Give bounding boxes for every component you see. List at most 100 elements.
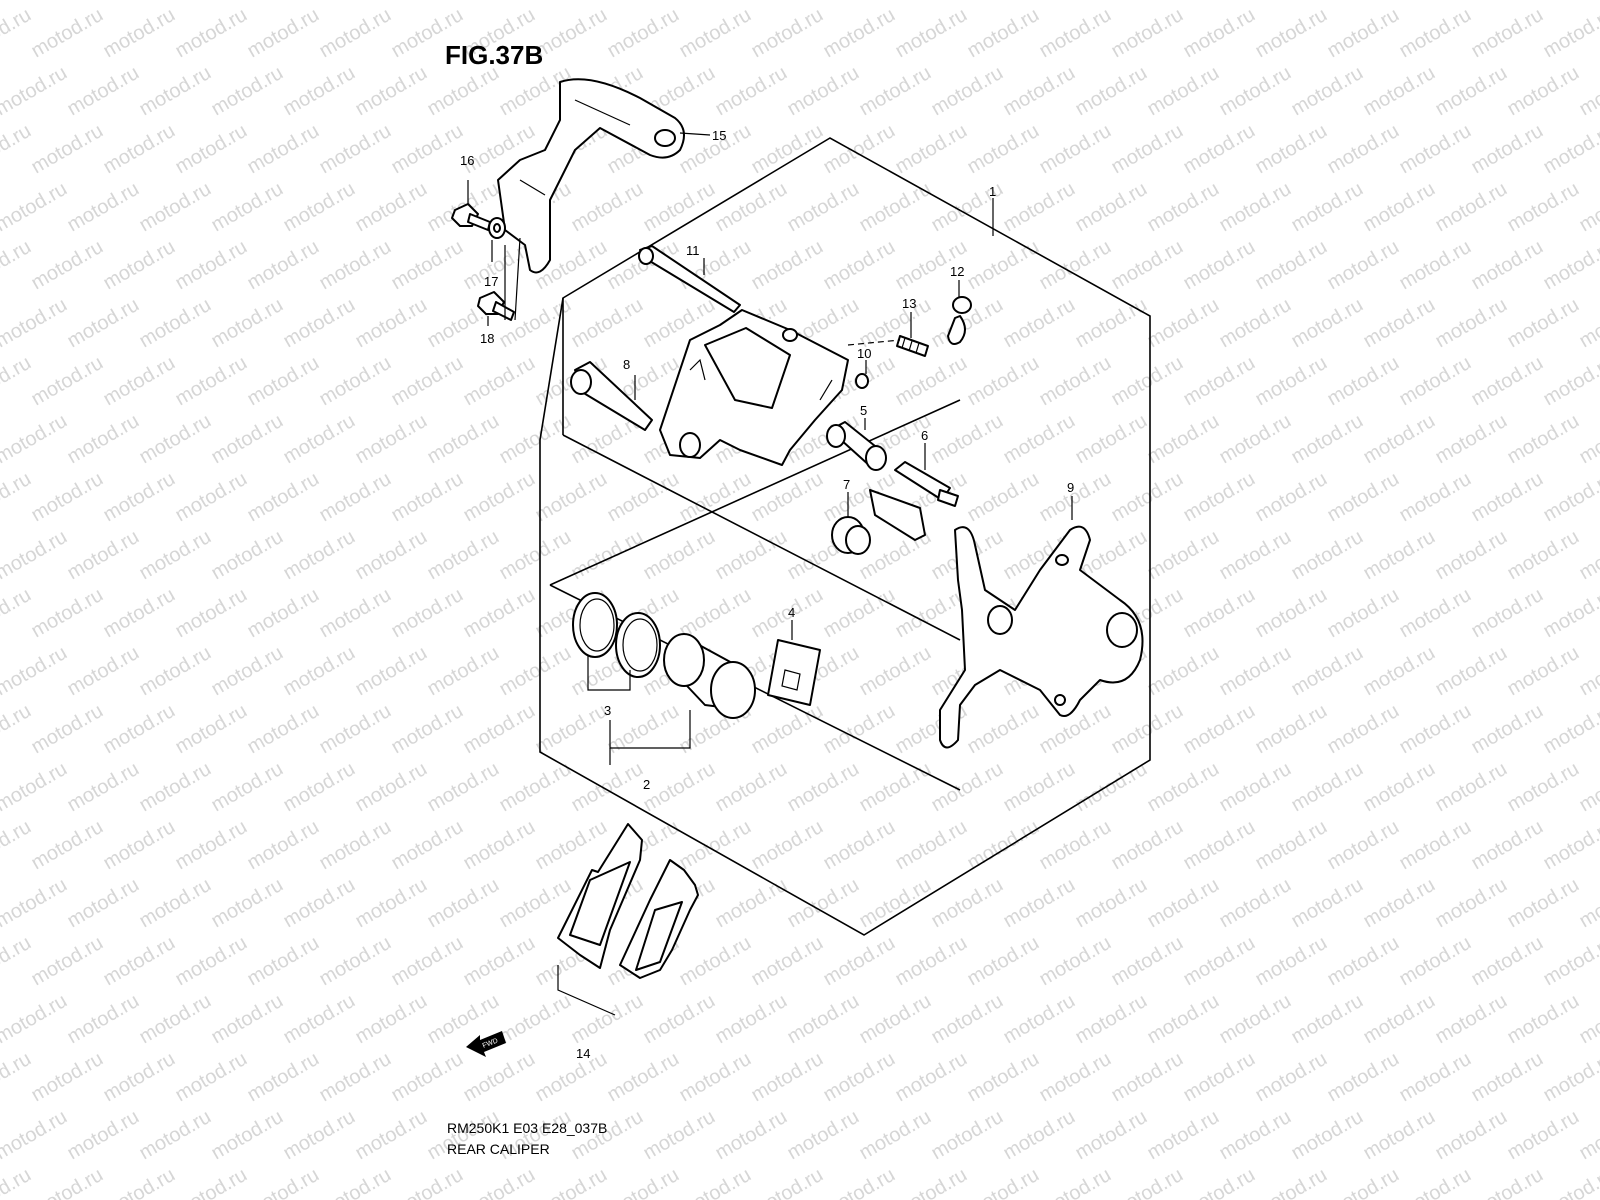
watermark-text: motod.ru [1036, 352, 1115, 411]
watermark-text: motod.ru [352, 1106, 431, 1165]
watermark-text: motod.ru [856, 874, 935, 933]
watermark-text: motod.ru [856, 0, 935, 4]
watermark-text: motod.ru [1540, 120, 1600, 179]
watermark-text: motod.ru [928, 1106, 1007, 1165]
watermark-text: motod.ru [1216, 1106, 1295, 1165]
watermark-text: motod.ru [856, 990, 935, 1049]
watermark-text: motod.ru [496, 0, 575, 4]
watermark-text: motod.ru [1180, 816, 1259, 875]
watermark-text: motod.ru [1324, 468, 1403, 527]
watermark-text: motod.ru [496, 874, 575, 933]
watermark-text: motod.ru [928, 0, 1007, 4]
watermark-text: motod.ru [640, 1106, 719, 1165]
watermark-text: motod.ru [1468, 120, 1547, 179]
watermark-text: motod.ru [1540, 236, 1600, 295]
watermark-text: motod.ru [1432, 990, 1511, 1049]
watermark-text: motod.ru [0, 62, 71, 121]
callout-1: 1 [989, 184, 996, 199]
watermark-text: motod.ru [1468, 1164, 1547, 1200]
watermark-text: motod.ru [532, 816, 611, 875]
watermark-text: motod.ru [1540, 4, 1600, 63]
watermark-text: motod.ru [100, 816, 179, 875]
watermark-text: motod.ru [244, 1048, 323, 1107]
watermark-text: motod.ru [892, 1164, 971, 1200]
watermark-text: motod.ru [0, 236, 35, 295]
watermark-text: motod.ru [100, 1164, 179, 1200]
watermark-text: motod.ru [1396, 468, 1475, 527]
watermark-text: motod.ru [1360, 62, 1439, 121]
watermark-text: motod.ru [172, 1164, 251, 1200]
watermark-text: motod.ru [1360, 990, 1439, 1049]
watermark-text: motod.ru [1000, 874, 1079, 933]
watermark-text: motod.ru [964, 120, 1043, 179]
outline-edge [562, 434, 961, 641]
watermark-text: motod.ru [1216, 62, 1295, 121]
watermark-text: motod.ru [1504, 990, 1583, 1049]
watermark-text: motod.ru [424, 0, 503, 4]
watermark-text: motod.ru [1360, 642, 1439, 701]
watermark-text: motod.ru [316, 700, 395, 759]
watermark-text: motod.ru [1108, 352, 1187, 411]
watermark-text: motod.ru [136, 178, 215, 237]
watermark-text: motod.ru [388, 120, 467, 179]
callout-6: 6 [921, 428, 928, 443]
watermark-text: motod.ru [1396, 352, 1475, 411]
watermark-text: motod.ru [244, 468, 323, 527]
watermark-text: motod.ru [208, 874, 287, 933]
shim-part-4 [767, 639, 821, 706]
pin-part-5 [826, 421, 887, 471]
watermark-text: motod.ru [0, 468, 35, 527]
watermark-text: motod.ru [964, 352, 1043, 411]
pads-part-14 [557, 823, 699, 979]
callout-7: 7 [843, 477, 850, 492]
watermark-text: motod.ru [1108, 816, 1187, 875]
watermark-text: motod.ru [748, 468, 827, 527]
watermark-text: motod.ru [640, 526, 719, 585]
watermark-text: motod.ru [820, 1048, 899, 1107]
watermark-text: motod.ru [532, 1048, 611, 1107]
watermark-text: motod.ru [1324, 1048, 1403, 1107]
watermark-text: motod.ru [1180, 4, 1259, 63]
watermark-text: motod.ru [964, 816, 1043, 875]
figure-footer: RM250K1 E03 E28_037B REAR CALIPER [447, 1118, 607, 1160]
watermark-text: motod.ru [1252, 700, 1331, 759]
watermark-text: motod.ru [0, 352, 35, 411]
watermark-text: motod.ru [568, 758, 647, 817]
watermark-text: motod.ru [568, 178, 647, 237]
watermark-text: motod.ru [388, 352, 467, 411]
watermark-text: motod.ru [0, 758, 71, 817]
watermark-text: motod.ru [532, 468, 611, 527]
watermark-text: motod.ru [964, 932, 1043, 991]
watermark-text: motod.ru [1396, 816, 1475, 875]
watermark-text: motod.ru [316, 352, 395, 411]
watermark-text: motod.ru [388, 468, 467, 527]
watermark-text: motod.ru [208, 758, 287, 817]
watermark-text: motod.ru [280, 178, 359, 237]
watermark-text: motod.ru [172, 700, 251, 759]
watermark-text: motod.ru [0, 584, 35, 643]
watermark-text: motod.ru [244, 4, 323, 63]
watermark-text: motod.ru [1144, 410, 1223, 469]
watermark-text: motod.ru [100, 700, 179, 759]
watermark-text: motod.ru [1288, 526, 1367, 585]
watermark-text: motod.ru [100, 584, 179, 643]
watermark-text: motod.ru [352, 642, 431, 701]
watermark-text: motod.ru [1504, 526, 1583, 585]
watermark-text: motod.ru [388, 816, 467, 875]
watermark-text: motod.ru [424, 526, 503, 585]
callout-11: 11 [686, 243, 700, 258]
watermark-text: motod.ru [964, 236, 1043, 295]
watermark-text: motod.ru [820, 584, 899, 643]
watermark-text: motod.ru [1108, 236, 1187, 295]
watermark-text: motod.ru [1216, 526, 1295, 585]
watermark-text: motod.ru [280, 642, 359, 701]
watermark-text: motod.ru [1216, 294, 1295, 353]
watermark-text: motod.ru [784, 990, 863, 1049]
callout-16: 16 [460, 153, 474, 168]
watermark-text: motod.ru [1432, 62, 1511, 121]
callout-18: 18 [480, 331, 494, 346]
watermark-text: motod.ru [352, 410, 431, 469]
watermark-text: motod.ru [1360, 178, 1439, 237]
watermark-text: motod.ru [712, 62, 791, 121]
